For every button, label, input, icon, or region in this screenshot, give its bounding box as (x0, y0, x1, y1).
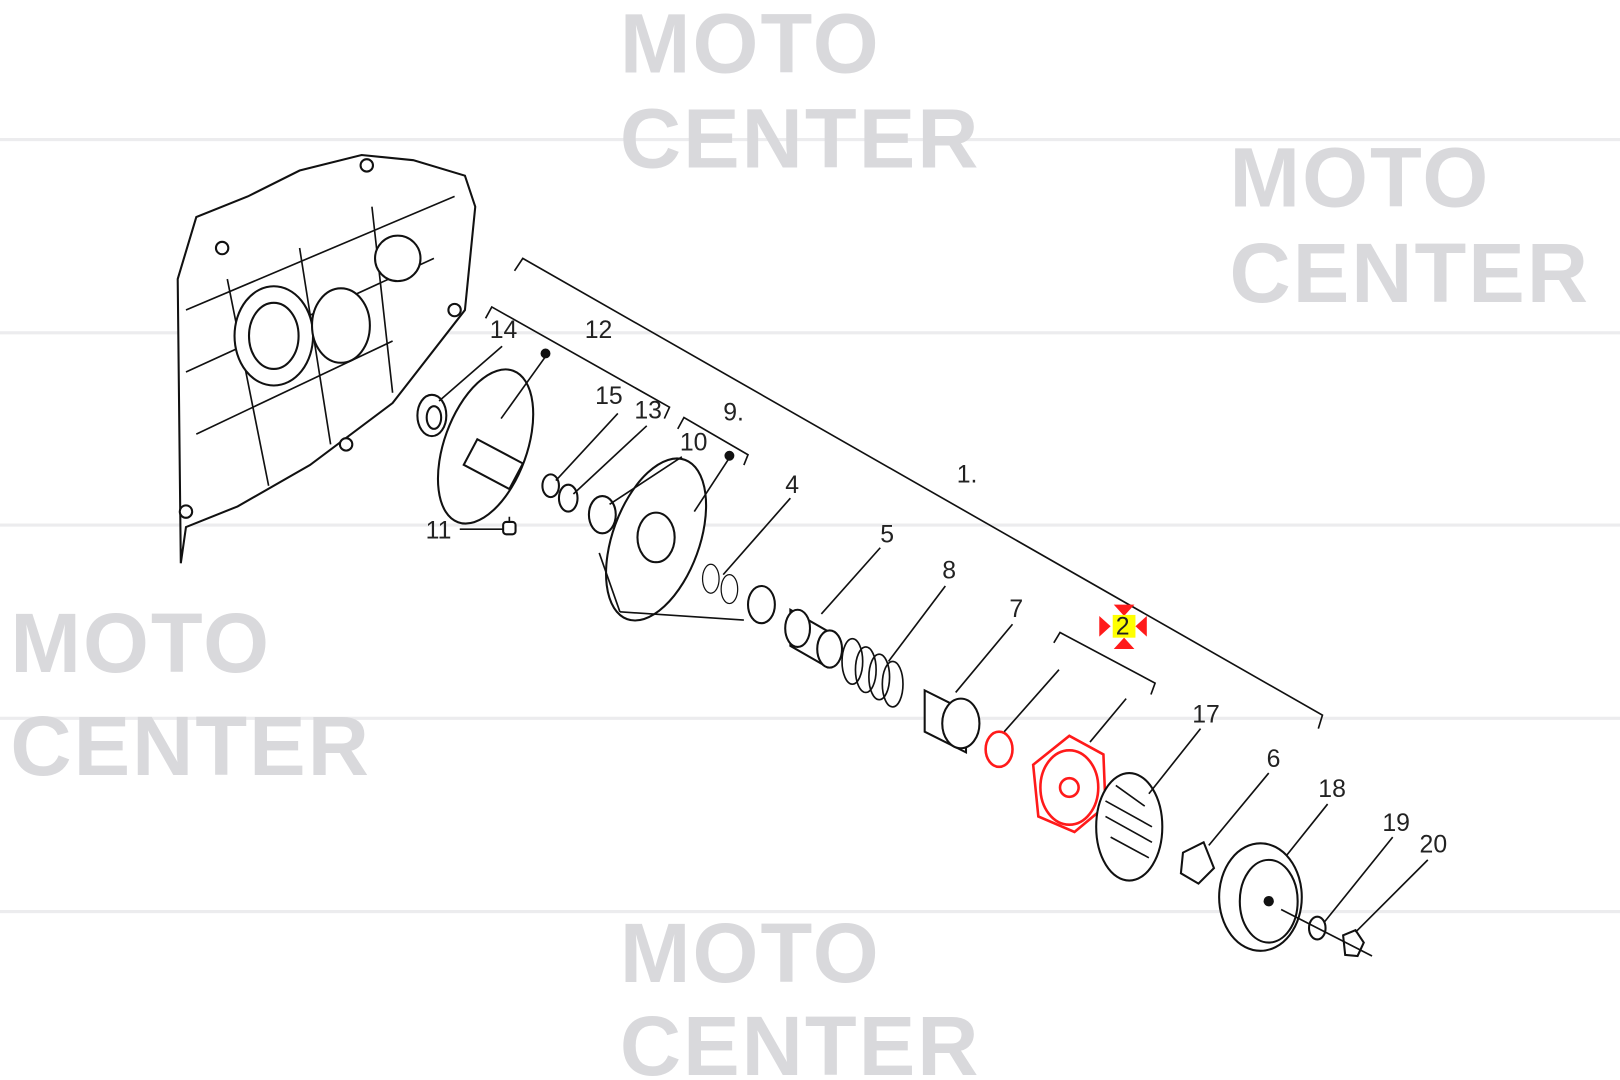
watermark-text: CENTER (1229, 225, 1590, 320)
callout-1[interactable]: 1. (957, 462, 978, 489)
watermark-text: MOTO (620, 905, 881, 1000)
callout-6[interactable]: 6 (1267, 746, 1281, 773)
callout-18[interactable]: 18 (1318, 776, 1346, 803)
callout-11[interactable]: 11 (426, 517, 452, 544)
parts (416, 368, 1373, 958)
watermark-text: CENTER (620, 90, 981, 185)
watermark-text: CENTER (10, 698, 371, 793)
part-2-clutch-highlighted (1031, 734, 1107, 834)
part-15 (541, 473, 560, 499)
selected-part-marker[interactable] (1099, 604, 1147, 650)
callout-5[interactable]: 5 (880, 522, 894, 549)
part-13 (557, 483, 579, 513)
part-8-spring (841, 637, 904, 708)
callout-10[interactable]: 10 (680, 430, 708, 457)
bracket-2 (1053, 631, 1157, 695)
watermark-text: MOTO (1229, 130, 1490, 225)
part-4-orings (701, 563, 720, 594)
callout-12[interactable]: 12 (585, 317, 613, 344)
callout-15[interactable]: 15 (595, 383, 623, 410)
callout-9[interactable]: 9. (723, 400, 744, 427)
watermark-text: MOTO (620, 0, 881, 90)
group-brackets (484, 257, 1324, 729)
callout-7[interactable]: 7 (1009, 596, 1023, 623)
callout-8[interactable]: 8 (942, 558, 956, 585)
part-17-fan (1095, 772, 1164, 882)
callout-14[interactable]: 14 (490, 317, 518, 344)
watermark-text: MOTO (10, 595, 271, 690)
callout-19[interactable]: 19 (1382, 810, 1410, 837)
callout-20[interactable]: 20 (1420, 832, 1448, 859)
callout-13[interactable]: 13 (634, 398, 662, 425)
watermark-text: CENTER (620, 998, 981, 1080)
callout-17[interactable]: 17 (1192, 701, 1220, 728)
part-6-nut-plate (1179, 840, 1216, 885)
crankcase-cover (176, 153, 477, 564)
part-o-ring-red (984, 730, 1014, 769)
bracket-12 (484, 305, 671, 419)
callout-labels: 14 12 15 13 9. 10 1. 4 11 5 8 7 2 17 6 1… (426, 317, 1447, 859)
part-10 (587, 495, 617, 535)
bracket-1 (513, 257, 1324, 729)
bracket-9 (677, 416, 750, 466)
leader-lines (438, 345, 1429, 933)
callout-2[interactable]: 2 (1116, 614, 1130, 641)
callout-4[interactable]: 4 (785, 472, 799, 499)
